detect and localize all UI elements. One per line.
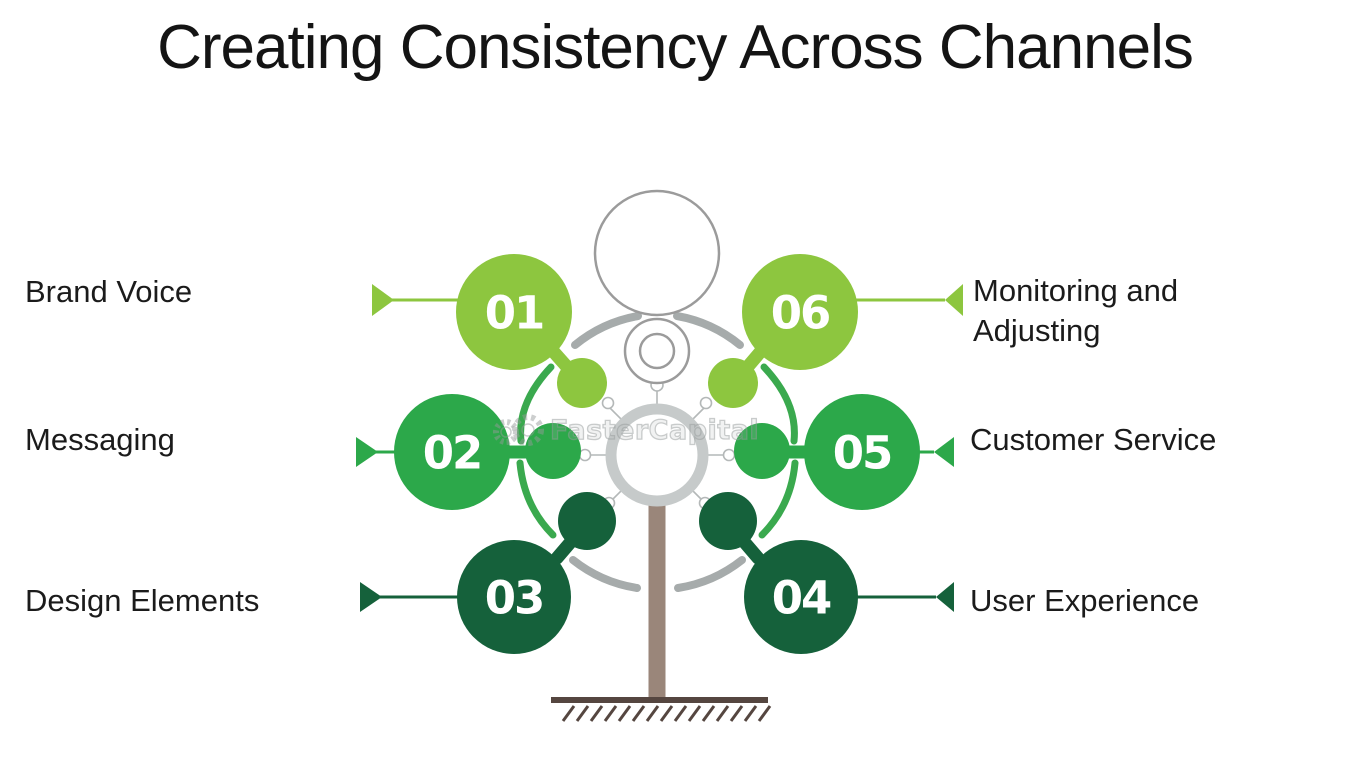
node-leaf [708,358,758,408]
arc-bottom-left [569,556,641,592]
arc-bottom-right [674,556,746,592]
arc-top-left [571,312,642,349]
ground [551,697,772,722]
connector-arrowhead [356,437,378,467]
node-01: 01 [456,254,607,408]
connector-arrowhead [934,437,954,467]
node-circle [457,540,571,654]
spoke-dot [699,396,713,410]
node-number: 02 [423,427,482,480]
spoke-dot [601,396,615,410]
label-user-experience: User Experience [970,583,1200,618]
top-outline-inner-ring [638,332,676,370]
label-monitoring-adjusting: Monitoring and Adjusting [973,273,1179,348]
tendril-top-left [517,363,555,445]
node-leaf [734,423,790,479]
node-leaf [525,423,581,479]
page-title: Creating Consistency Across Channels [157,13,1194,82]
hub-ring [605,403,709,507]
connector-arrowhead [372,284,394,316]
node-number: 06 [771,287,830,340]
node-circle [744,540,858,654]
node-circle [456,254,572,370]
tendril-top-right [760,363,798,445]
node-03: 03 [457,492,616,654]
arc-top-right [673,312,744,349]
node-number: 04 [772,572,831,625]
tendrils [516,363,799,539]
node-04: 04 [699,492,858,654]
connector-arrowhead [945,284,963,316]
tendril-bottom-right [758,459,799,539]
top-outline-leaf [623,317,691,385]
node-leaf [557,358,607,408]
watermark: FasterCapital [490,406,759,454]
node-06: 06 [708,254,858,408]
node-number: 01 [485,287,544,340]
connector-arrowhead [360,582,382,612]
label-design-elements: Design Elements [25,583,260,618]
node-circle [804,394,920,510]
fastercapital-gear-icon [493,414,544,446]
ground-hatching [561,705,772,722]
hub-arcs [569,312,746,592]
tendril-bottom-left [516,459,557,539]
top-outline-node [593,189,721,385]
tree-trunk [648,450,666,702]
node-leaf [699,492,757,550]
label-messaging: Messaging [25,422,175,457]
label-customer-service: Customer Service [970,422,1217,457]
watermark-text: FasterCapital [549,414,760,446]
connector-arrowhead [936,582,954,612]
node-leaf [558,492,616,550]
node-05: 05 [734,394,920,510]
node-number: 03 [485,572,544,625]
top-outline-circle [593,189,721,317]
node-02: 02 [394,394,581,510]
node-circle [394,394,510,510]
label-brand-voice: Brand Voice [25,274,193,309]
node-circle [742,254,858,370]
node-number: 05 [833,427,892,480]
